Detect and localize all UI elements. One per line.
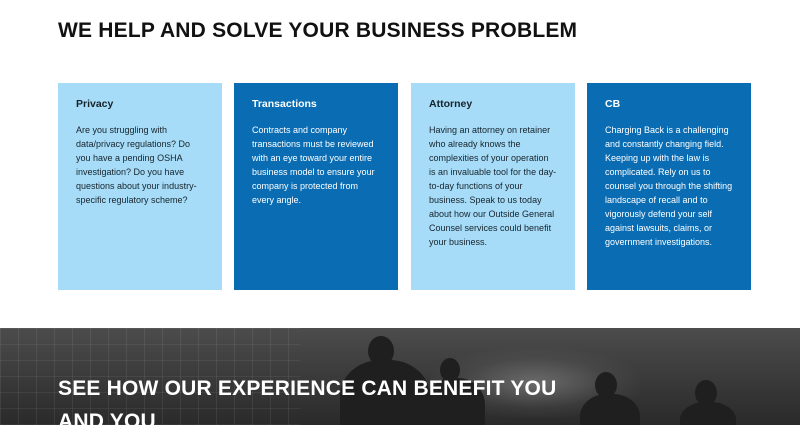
- card-title: Transactions: [252, 98, 317, 110]
- card-title: CB: [605, 98, 621, 110]
- service-card-privacy: Privacy Are you struggling with data/pri…: [58, 83, 222, 290]
- person-silhouette: [695, 380, 717, 406]
- card-text: Charging Back is a challenging and const…: [605, 125, 733, 247]
- banner-title: SEE HOW OUR EXPERIENCE CAN BENEFIT YOU A…: [58, 377, 557, 433]
- person-silhouette: [425, 378, 485, 425]
- person-silhouette: [680, 402, 736, 425]
- card-text: Contracts and company transactions must …: [252, 125, 375, 205]
- card-text: Are you struggling with data/privacy reg…: [76, 125, 197, 205]
- person-silhouette: [580, 394, 640, 425]
- service-card-transactions: Transactions Contracts and company trans…: [234, 83, 398, 290]
- services-section: WE HELP AND SOLVE YOUR BUSINESS PROBLEM …: [58, 19, 751, 290]
- person-silhouette: [340, 360, 430, 425]
- card-title: Attorney: [429, 98, 473, 110]
- person-silhouette: [440, 358, 460, 382]
- card-title: Privacy: [76, 98, 114, 110]
- window-grid-background: [0, 328, 300, 425]
- section-heading: WE HELP AND SOLVE YOUR BUSINESS PROBLEM: [58, 19, 578, 42]
- experience-banner: [0, 328, 800, 425]
- person-silhouette: [595, 372, 617, 398]
- card-text: Having an attorney on retainer who alrea…: [429, 125, 557, 247]
- service-card-cb: CB Charging Back is a challenging and co…: [587, 83, 751, 290]
- service-card-attorney: Attorney Having an attorney on retainer …: [411, 83, 575, 290]
